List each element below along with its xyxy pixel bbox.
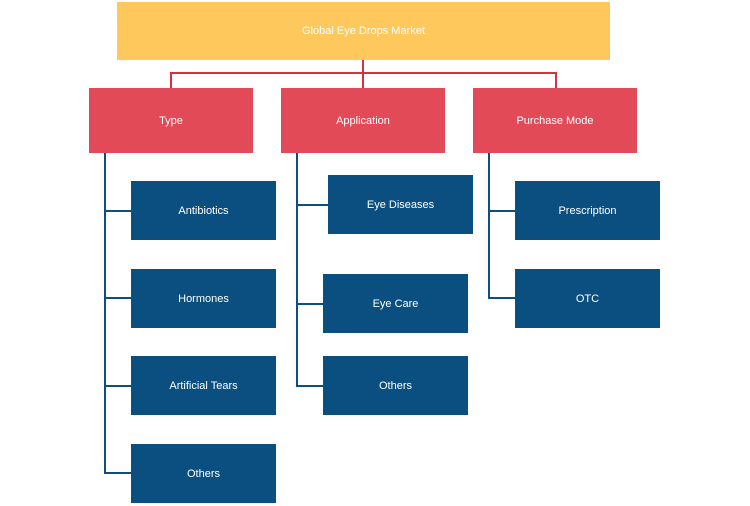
type-connector-tick: [104, 210, 131, 212]
type-connector-tick: [104, 472, 131, 474]
type-item-label: Artificial Tears: [169, 379, 238, 392]
type-connector-tick: [104, 297, 131, 299]
category-purchase-mode-label: Purchase Mode: [516, 114, 594, 127]
type-item-label: Antibiotics: [178, 204, 229, 217]
type-item-label: Others: [186, 467, 220, 480]
category-purchase-mode: Purchase Mode: [473, 88, 637, 153]
root-node: Global Eye Drops Market: [117, 2, 610, 60]
root-connector-application: [362, 72, 364, 88]
root-connector-type: [170, 72, 172, 88]
type-item-others: Others: [131, 444, 276, 503]
root-connector-stem: [362, 60, 364, 74]
application-connector-tick: [296, 303, 323, 305]
application-connector-tick: [296, 204, 328, 206]
type-connector-spine: [104, 153, 106, 474]
application-connector-spine: [296, 153, 298, 387]
category-type: Type: [89, 88, 253, 153]
application-item-label: Eye Care: [372, 297, 419, 310]
purchase-mode-connector-tick: [488, 297, 515, 299]
application-item-eye-diseases: Eye Diseases: [328, 175, 473, 234]
category-application: Application: [281, 88, 445, 153]
root-connector-purchase-mode: [555, 72, 557, 88]
type-item-hormones: Hormones: [131, 269, 276, 328]
category-application-label: Application: [336, 114, 390, 127]
application-item-label: Others: [378, 379, 412, 392]
purchase-mode-item-otc: OTC: [515, 269, 660, 328]
application-item-label: Eye Diseases: [366, 198, 435, 211]
category-type-label: Type: [159, 114, 183, 127]
application-item-eye-care: Eye Care: [323, 274, 468, 333]
application-connector-tick: [296, 385, 323, 387]
purchase-mode-item-prescription: Prescription: [515, 181, 660, 240]
type-item-artificial-tears: Artificial Tears: [131, 356, 276, 415]
purchase-mode-item-label: Prescription: [558, 204, 617, 217]
purchase-mode-connector-tick: [488, 210, 515, 212]
type-connector-tick: [104, 385, 131, 387]
root-label: Global Eye Drops Market: [302, 25, 425, 37]
type-item-antibiotics: Antibiotics: [131, 181, 276, 240]
application-item-others: Others: [323, 356, 468, 415]
purchase-mode-item-label: OTC: [575, 292, 600, 305]
type-item-label: Hormones: [178, 292, 229, 305]
purchase-mode-connector-spine: [488, 153, 490, 299]
